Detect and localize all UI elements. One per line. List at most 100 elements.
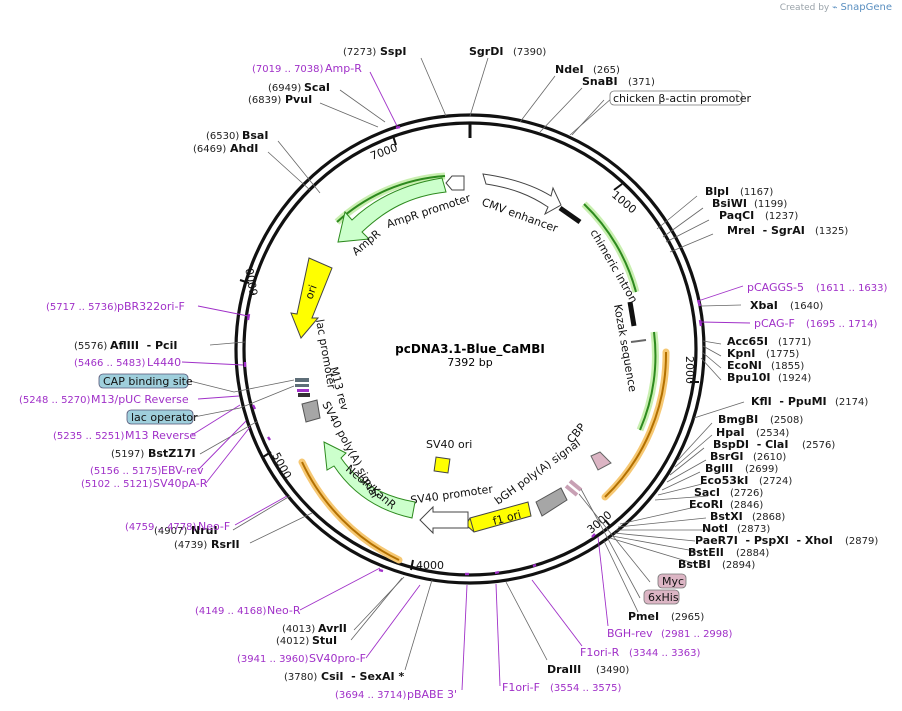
svg-text:NdeI: NdeI <box>555 63 584 76</box>
svg-text:BstZ17I: BstZ17I <box>148 447 196 460</box>
svg-text:(5197): (5197) <box>111 449 144 460</box>
chicken-promoter-box <box>609 90 743 106</box>
svg-text:EcoNI: EcoNI <box>727 359 762 372</box>
svg-text:(5717 .. 5736): (5717 .. 5736) <box>46 302 118 313</box>
svg-text:pCAGGS-5: pCAGGS-5 <box>747 281 804 294</box>
orange-line-right <box>604 351 668 498</box>
svg-text:(3344 .. 3363): (3344 .. 3363) <box>629 648 701 659</box>
lac-operator-box <box>126 409 194 425</box>
svg-text:(2965): (2965) <box>671 612 704 623</box>
backbone-inner <box>242 121 698 577</box>
orange-line-bottom <box>301 461 400 561</box>
svg-text:EcoRI: EcoRI <box>689 498 723 511</box>
svg-text:(2699): (2699) <box>745 464 778 475</box>
svg-text:SgrDI: SgrDI <box>469 45 503 58</box>
svg-text:(1924): (1924) <box>778 373 811 384</box>
svg-text:(2981 .. 2998): (2981 .. 2998) <box>661 629 733 640</box>
svg-text:SV40pro-F: SV40pro-F <box>309 652 366 665</box>
site-labels: (7273) SspI SgrDI (7390) NdeI (265) SnaB… <box>74 45 878 683</box>
svg-text:(1611 .. 1633): (1611 .. 1633) <box>816 283 888 294</box>
svg-text:(5576): (5576) <box>74 341 107 352</box>
his-tag-box <box>643 589 680 605</box>
svg-text:(1325): (1325) <box>815 226 848 237</box>
svg-text:(2174): (2174) <box>835 397 868 408</box>
svg-text:(5102 .. 5121): (5102 .. 5121) <box>81 479 153 490</box>
svg-text:(5235 .. 5251): (5235 .. 5251) <box>53 431 125 442</box>
sv40-promoter-label: SV40 promoter <box>410 482 495 506</box>
tick-1000: 1000 <box>609 183 639 216</box>
svg-text:EBV-rev: EBV-rev <box>161 464 204 477</box>
svg-text:4000: 4000 <box>416 559 444 572</box>
credit-brand: SnapGene <box>840 2 892 13</box>
svg-text:AhdI: AhdI <box>230 142 258 155</box>
credit-prefix: Created by <box>779 3 830 13</box>
his-tag-bar <box>568 479 583 492</box>
svg-text:(1775): (1775) <box>766 349 799 360</box>
svg-text:AflIII - PciI: AflIII - PciI <box>110 339 177 352</box>
svg-text:M13 Reverse: M13 Reverse <box>125 429 196 442</box>
svg-text:(1237): (1237) <box>765 211 798 222</box>
svg-text:(6949): (6949) <box>268 83 301 94</box>
green-line-right <box>639 331 657 431</box>
snapgene-credit: Created by ⌁ SnapGene <box>780 2 892 13</box>
bgh-polya-box <box>535 487 568 517</box>
svg-text:F1ori-F: F1ori-F <box>502 681 540 694</box>
sv40-polya-box <box>301 399 321 423</box>
promoter-bar <box>558 205 582 225</box>
svg-text:(7273): (7273) <box>343 47 376 58</box>
sv40-promoter-arrow <box>419 505 469 535</box>
tick-2000: 2000 <box>683 356 699 384</box>
svg-text:(2873): (2873) <box>737 524 770 535</box>
svg-text:(4012): (4012) <box>276 636 309 647</box>
myc-leader <box>578 493 651 583</box>
svg-text:(1855): (1855) <box>771 361 804 372</box>
svg-text:SnaBI: SnaBI <box>582 75 618 88</box>
svg-text:KflI - PpuMI: KflI - PpuMI <box>751 395 827 408</box>
svg-text:(6839): (6839) <box>248 95 281 106</box>
svg-text:BspDI - ClaI: BspDI - ClaI <box>713 438 788 451</box>
green-line-intron <box>583 203 637 293</box>
svg-text:(2894): (2894) <box>722 560 755 571</box>
tick-4000: 4000 <box>410 559 444 572</box>
lac-operator-leader <box>193 385 295 418</box>
svg-text:(3941 .. 3960): (3941 .. 3960) <box>237 654 309 665</box>
svg-text:(2610): (2610) <box>753 452 786 463</box>
lac-promoter-label: lac promoter <box>313 318 338 390</box>
svg-text:Neo-F: Neo-F <box>198 520 230 533</box>
svg-text:(4149 .. 4168): (4149 .. 4168) <box>195 606 267 617</box>
svg-text:RsrII: RsrII <box>211 538 240 551</box>
svg-text:BsaI: BsaI <box>242 129 268 142</box>
svg-text:(5248 .. 5270): (5248 .. 5270) <box>19 395 91 406</box>
svg-text:pBR322ori-F: pBR322ori-F <box>117 300 185 313</box>
svg-text:(1167): (1167) <box>740 187 773 198</box>
svg-text:DraIII: DraIII <box>547 663 581 676</box>
lac-operator-label: lac operator <box>131 411 198 424</box>
lac-operator-marker <box>295 384 309 387</box>
svg-text:(2846): (2846) <box>730 500 763 511</box>
svg-text:PmeI: PmeI <box>628 610 659 623</box>
chicken-promoter-leader <box>569 97 613 136</box>
svg-text:Neo-R: Neo-R <box>267 604 301 617</box>
svg-text:(3554 .. 3575): (3554 .. 3575) <box>550 683 622 694</box>
svg-text:NotI: NotI <box>702 522 728 535</box>
sv40-ori-label: SV40 ori <box>426 438 472 451</box>
site-leaders <box>199 57 745 671</box>
cap-site-marker <box>295 378 309 382</box>
ampr-promoter-arrow <box>445 175 465 191</box>
svg-text:(2724): (2724) <box>759 476 792 487</box>
svg-text:CsiI - SexAI *: CsiI - SexAI * <box>321 670 404 683</box>
svg-text:BsrGI: BsrGI <box>710 450 743 463</box>
svg-text:(4013): (4013) <box>282 624 315 635</box>
svg-text:(265): (265) <box>593 65 620 76</box>
svg-text:(2726): (2726) <box>730 488 763 499</box>
svg-text:(7390): (7390) <box>513 47 546 58</box>
snapgene-logo-icon: ⌁ <box>832 3 838 13</box>
svg-text:(3490): (3490) <box>596 665 629 676</box>
kozak-tick <box>630 339 647 343</box>
primer-marks <box>243 125 703 576</box>
svg-text:(3694 .. 3714): (3694 .. 3714) <box>335 690 407 701</box>
svg-text:NruI: NruI <box>191 524 218 537</box>
svg-text:(2534): (2534) <box>756 428 789 439</box>
neo-kanr-arrow <box>323 441 416 519</box>
